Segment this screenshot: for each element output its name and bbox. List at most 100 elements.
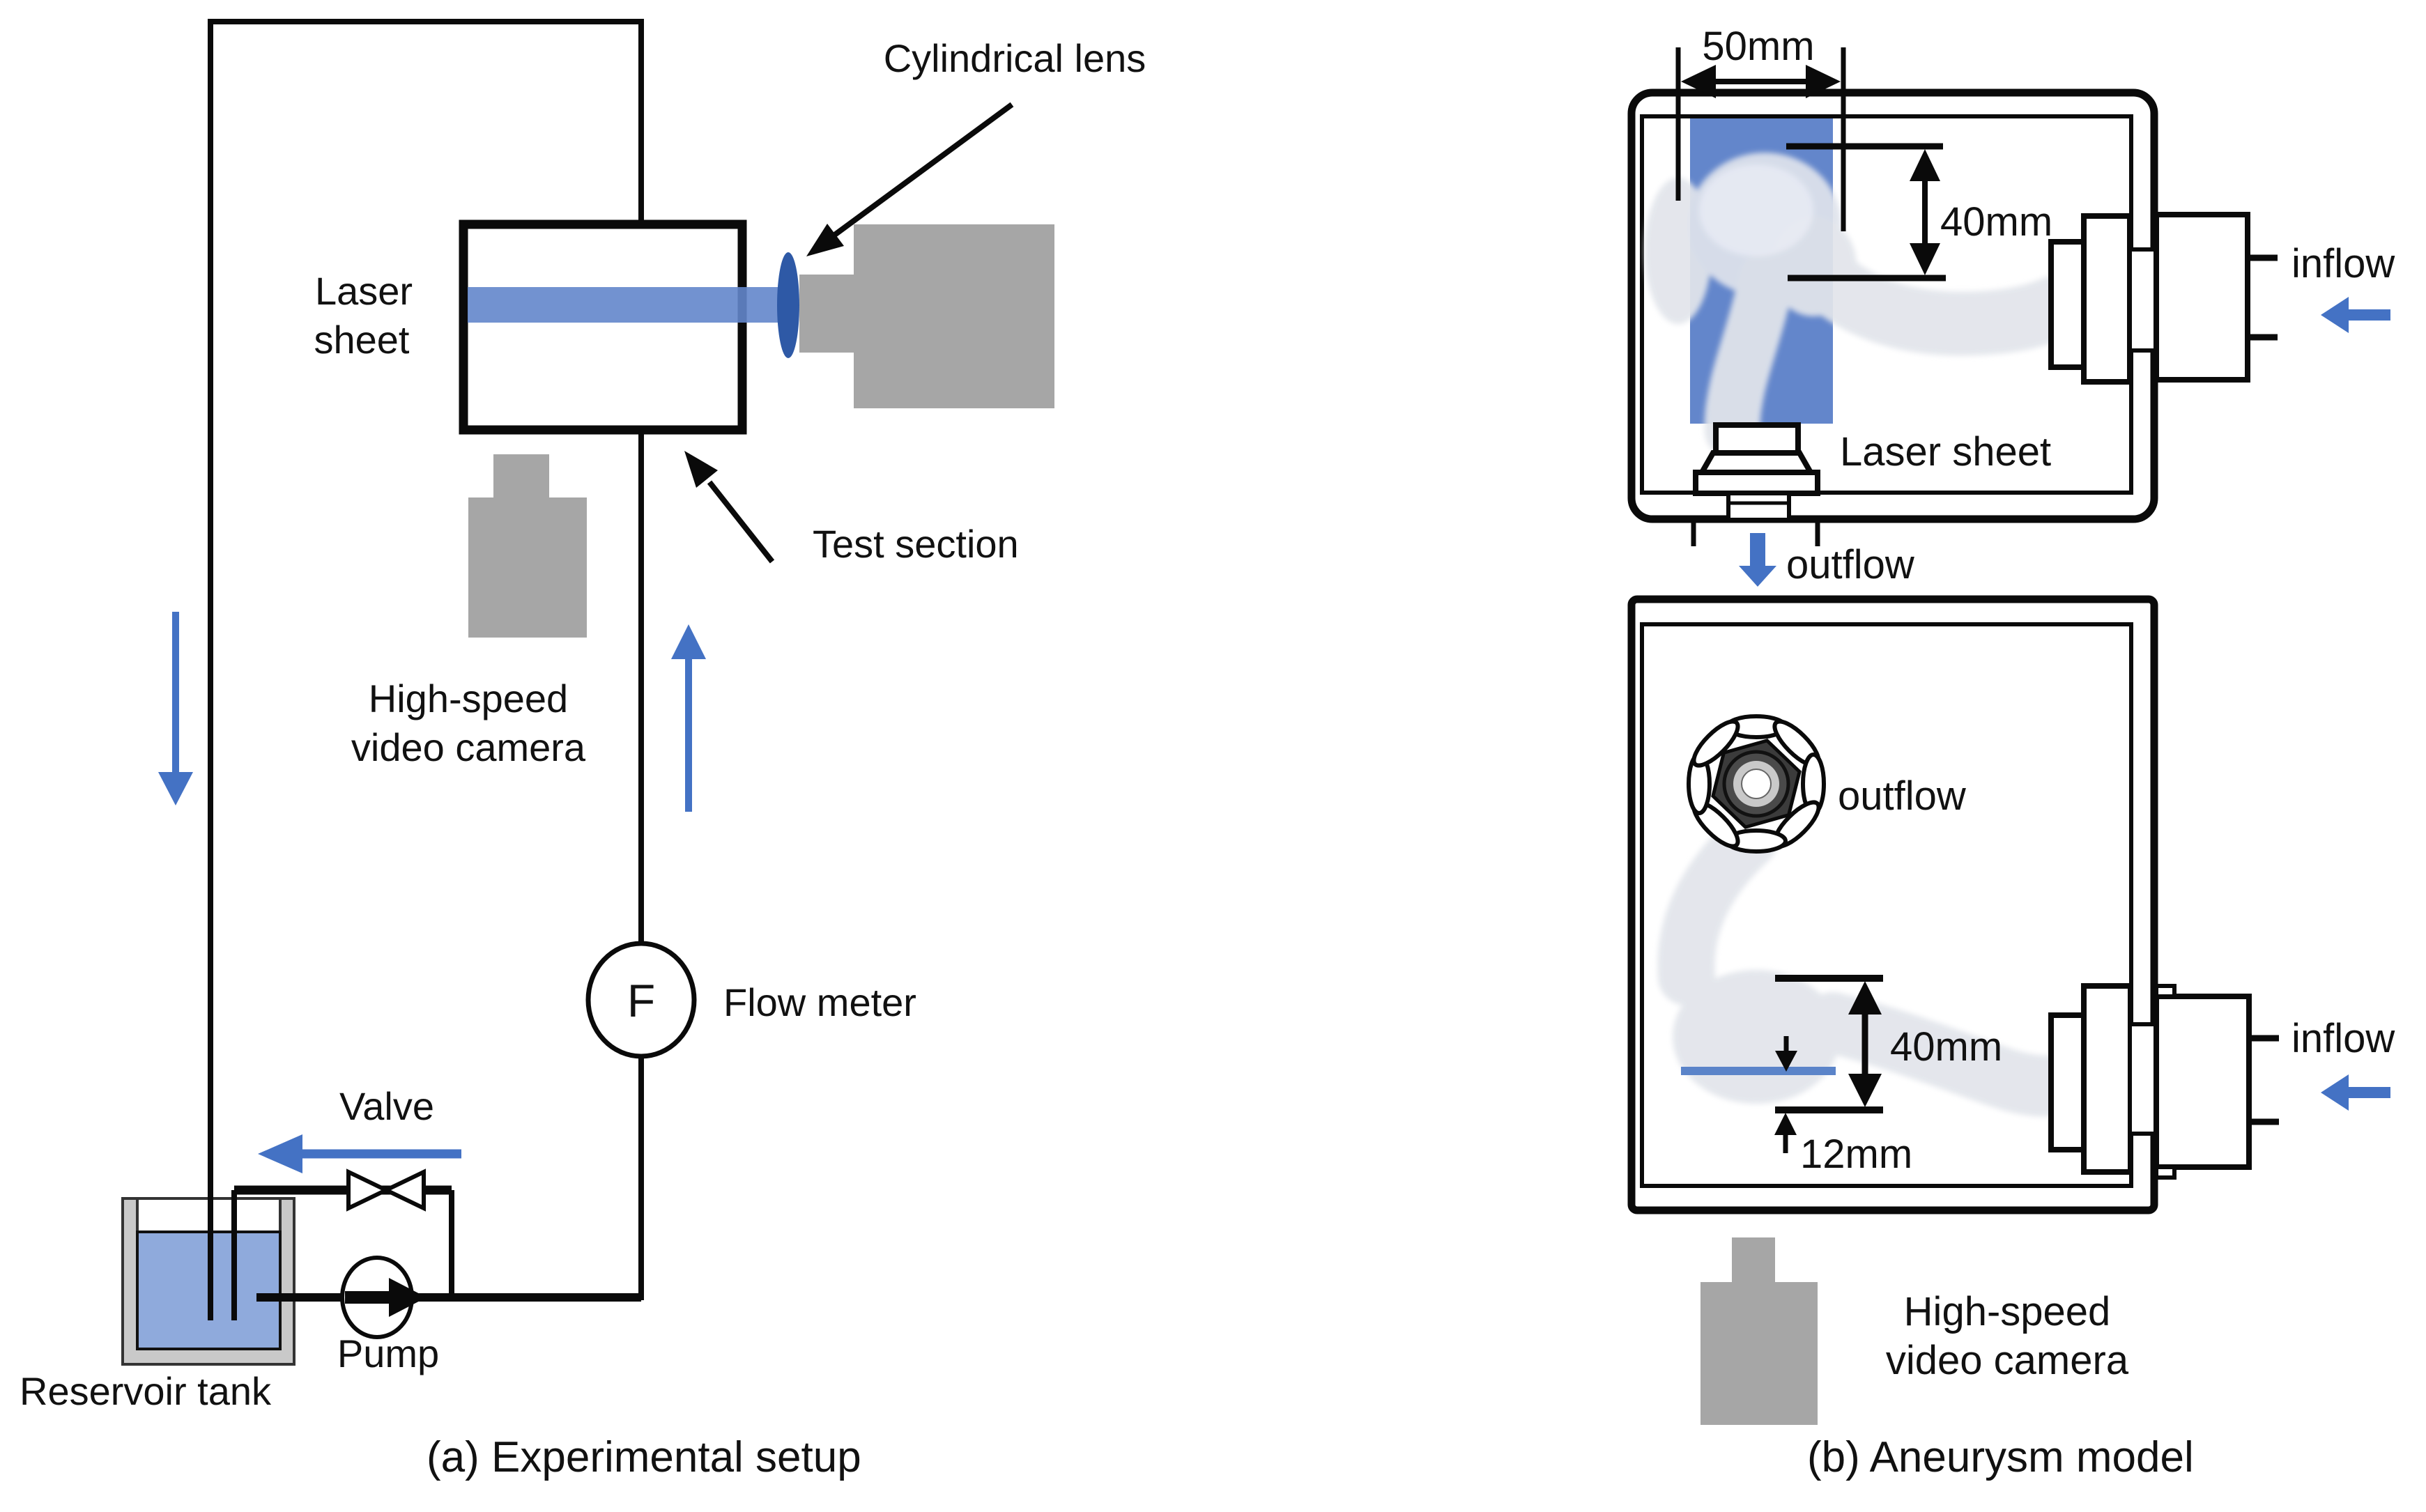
camera-a-lens xyxy=(493,454,549,497)
camera-b-body xyxy=(1700,1282,1818,1425)
nozzle-base xyxy=(1693,470,1820,496)
label-camera-a-2: video camera xyxy=(351,725,586,769)
connector-side-tab-top xyxy=(2154,984,2177,998)
label-outflow-side: outflow xyxy=(1838,773,1967,819)
outflow-nut xyxy=(1687,714,1826,854)
side-view: outflow 40mm 12mm xyxy=(1627,595,2395,1214)
silhouette-outflow-neck xyxy=(1704,251,1795,458)
dim-40t-label: 40mm xyxy=(1940,199,2052,245)
connector-side-tab-bottom xyxy=(2154,1165,2177,1180)
up-flow-arrow-head xyxy=(671,624,706,659)
outflow-nozzle xyxy=(1691,422,1820,546)
label-laser-sheet-1: Laser xyxy=(315,269,413,313)
connector-top-wall-gap xyxy=(2128,247,2158,353)
label-camera-b-1: High-speed xyxy=(1904,1289,2111,1334)
camera-b-lens xyxy=(1732,1237,1775,1282)
top-view: 50mm 40mm ou xyxy=(1627,24,2395,587)
label-pump: Pump xyxy=(337,1332,439,1375)
inflow-connector-side xyxy=(2048,983,2279,1180)
cylindrical-lens-pointer-line xyxy=(820,102,1014,247)
label-test-section: Test section xyxy=(813,522,1019,566)
pump-arrow-head xyxy=(389,1278,427,1317)
dim-50-arrow-head-right xyxy=(1806,65,1841,98)
caption-b: (b) Aneurysm model xyxy=(1807,1433,2194,1481)
camera-b xyxy=(1700,1237,1818,1425)
test-section-pointer-line xyxy=(707,480,775,564)
laser-source xyxy=(799,224,1054,408)
panel-a: F xyxy=(20,19,1146,1481)
dim-40t-arrow-head-bottom xyxy=(1910,243,1940,275)
nozzle-flare xyxy=(1697,450,1815,475)
nozzle-top xyxy=(1713,422,1801,456)
nozzle-through-wall xyxy=(1726,491,1791,522)
nut-petals xyxy=(1687,714,1826,854)
connector-top-body xyxy=(2154,212,2250,383)
dim-40s-label: 40mm xyxy=(1890,1024,2002,1070)
connector-side-nozzle xyxy=(2048,1012,2087,1152)
down-flow-arrow-head xyxy=(158,772,193,805)
dim-50-arrow-head-left xyxy=(1681,65,1716,98)
dim-40t-arrow-head-top xyxy=(1910,149,1940,181)
dim-40s-arrow-head-top xyxy=(1848,981,1882,1015)
aneurysm-silhouette-top xyxy=(1645,153,2087,458)
outflow-arrow-icon xyxy=(1739,533,1776,587)
inflow-arrow-side-icon xyxy=(2321,1074,2390,1111)
nut-petal xyxy=(1691,719,1740,768)
connector-side-body xyxy=(2154,994,2252,1170)
flow-meter-symbol: F xyxy=(627,975,655,1026)
test-section-box xyxy=(459,219,747,435)
flow-meter: F xyxy=(585,941,697,1059)
laser-body xyxy=(854,224,1054,408)
nut-hole xyxy=(1741,769,1772,799)
label-flow-meter: Flow meter xyxy=(723,980,916,1024)
valve-right-triangle xyxy=(381,1168,426,1212)
laser-snout xyxy=(799,275,854,353)
label-camera-a-1: High-speed xyxy=(369,677,568,720)
label-cylindrical-lens: Cylindrical lens xyxy=(884,36,1146,80)
pipe-circuit xyxy=(208,19,644,1320)
valve-left-triangle xyxy=(346,1168,391,1212)
label-camera-b-2: video camera xyxy=(1886,1338,2129,1383)
dimension-50mm: 50mm xyxy=(1675,24,1846,231)
test-section-pointer-head xyxy=(684,451,718,488)
pipe-left-top-loop xyxy=(208,19,644,1320)
label-inflow-side: inflow xyxy=(2291,1016,2395,1061)
label-reservoir-tank: Reservoir tank xyxy=(20,1369,272,1413)
flow-meter-circle xyxy=(585,941,697,1059)
camera-a-body xyxy=(468,497,587,638)
label-laser-sheet-2: sheet xyxy=(314,318,410,362)
flow-direction-arrows xyxy=(158,612,706,1173)
connector-side-wall-gap xyxy=(2128,1022,2158,1136)
connector-top-flange xyxy=(2081,213,2133,385)
dimension-12mm: 12mm xyxy=(1774,1113,1912,1177)
inflow-arrow-top-icon xyxy=(2321,297,2390,333)
panel-b: 50mm 40mm ou xyxy=(1627,24,2395,1481)
silhouette-side-downleg xyxy=(1657,811,1778,1005)
laser-pointer-head xyxy=(1775,1051,1797,1072)
annotation-arrows xyxy=(684,102,1014,564)
cylindrical-lens-pointer-head xyxy=(806,224,844,256)
caption-a: (a) Experimental setup xyxy=(427,1433,861,1481)
cylindrical-lens-icon xyxy=(777,252,799,358)
laser-sheet-beam xyxy=(468,287,784,323)
inflow-connector-top xyxy=(2048,212,2278,385)
silhouette-dome-highlight xyxy=(1699,164,1813,256)
label-outflow-top: outflow xyxy=(1786,542,1915,587)
dim-12-label: 12mm xyxy=(1800,1132,1912,1177)
pump-symbol xyxy=(340,1256,427,1339)
silhouette-side-inflow-vessel xyxy=(1802,992,2083,1117)
connector-side-flange xyxy=(2081,983,2133,1175)
dim-50-label: 50mm xyxy=(1702,24,1814,69)
dimension-40mm-side: 40mm xyxy=(1775,975,2002,1113)
dimension-40mm-top: 40mm xyxy=(1786,143,2052,281)
label-inflow-top: inflow xyxy=(2291,241,2395,286)
silhouette-inflow-vessel xyxy=(1794,247,2087,356)
camera-a xyxy=(468,454,587,638)
dim-40s-arrow-head-bottom xyxy=(1848,1074,1882,1107)
connector-top-nozzle xyxy=(2048,239,2087,370)
dim-12-arrow-head xyxy=(1774,1113,1797,1135)
label-valve: Valve xyxy=(339,1084,434,1128)
valve-symbol xyxy=(346,1168,426,1212)
